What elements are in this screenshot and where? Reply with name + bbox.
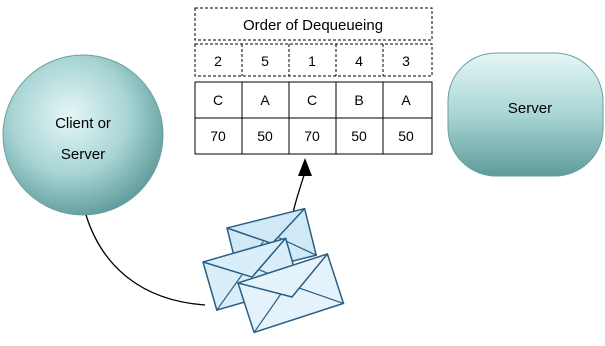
sender-cell: C — [213, 92, 223, 108]
messages-icon — [202, 207, 345, 334]
order-cell: 1 — [308, 53, 316, 69]
message-grid: C A C B A 70 50 70 50 50 — [194, 81, 433, 155]
enqueue-arrowhead — [298, 158, 312, 176]
order-cell: 2 — [214, 53, 222, 69]
order-row: 2 5 1 4 3 — [194, 43, 433, 77]
client-to-messages-connector — [85, 214, 206, 306]
sender-cell: B — [354, 92, 363, 108]
client-node-label-line2: Server — [61, 146, 105, 163]
client-or-server-node: Client or Server — [2, 54, 164, 216]
priority-cell: 50 — [257, 128, 273, 144]
order-cell: 5 — [261, 53, 269, 69]
priority-cell: 70 — [304, 128, 320, 144]
priority-cell: 50 — [351, 128, 367, 144]
sender-cell: A — [401, 92, 411, 108]
sender-cell: C — [307, 92, 317, 108]
order-header-label: Order of Dequeueing — [243, 17, 383, 34]
queue-table: Order of Dequeueing 2 5 1 4 3 C A C B — [194, 7, 433, 155]
priority-cell: 70 — [210, 128, 226, 144]
sender-cell: A — [260, 92, 270, 108]
order-cell: 3 — [402, 53, 410, 69]
server-node: Server — [447, 52, 604, 177]
order-header-box — [194, 7, 433, 41]
order-cell: 4 — [355, 53, 363, 69]
client-node-label-line1: Client or — [55, 115, 111, 132]
server-node-label: Server — [508, 100, 552, 117]
priority-cell: 50 — [398, 128, 414, 144]
